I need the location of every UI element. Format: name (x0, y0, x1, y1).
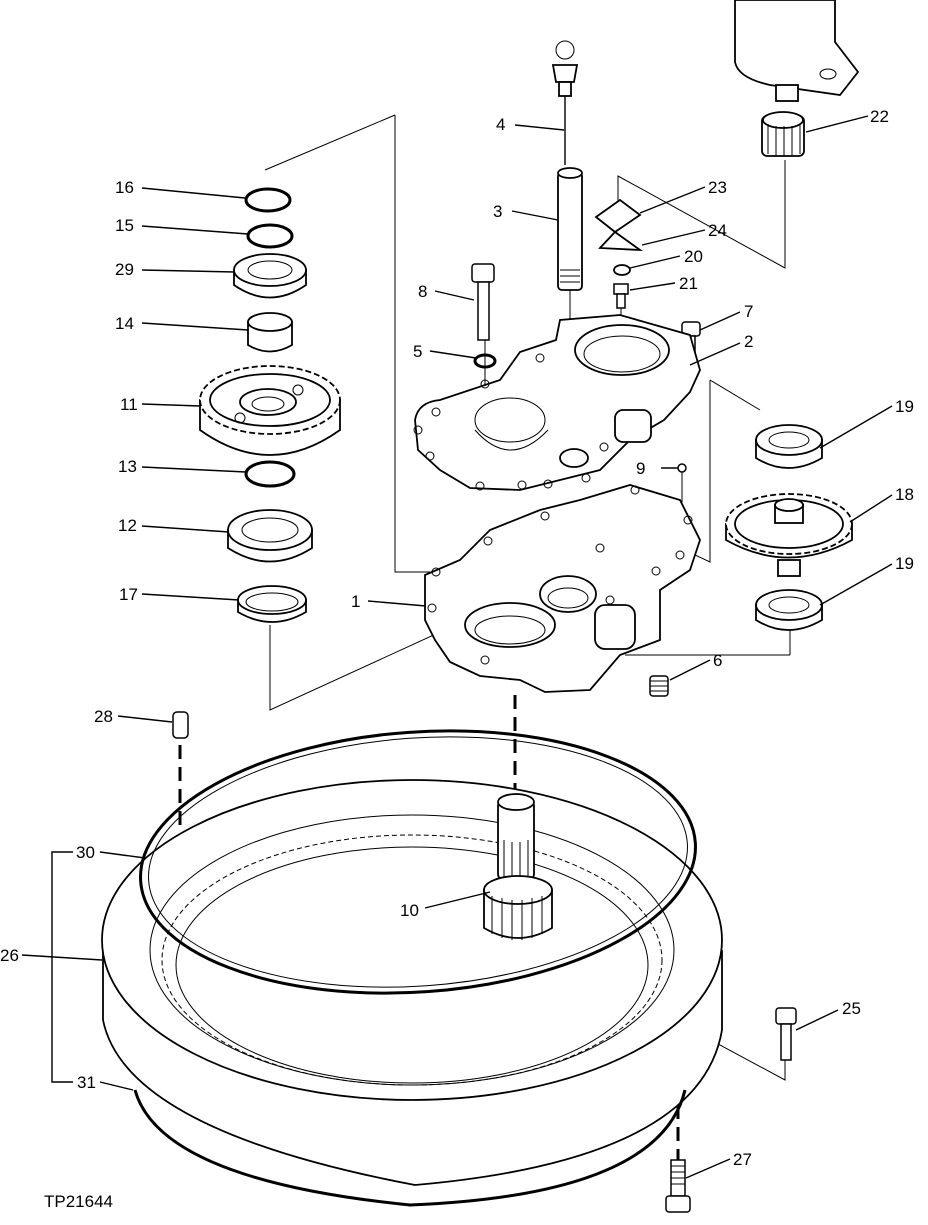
callout-14: 14 (115, 314, 134, 333)
part-31-seal (133, 1089, 687, 1207)
callout-13: 13 (118, 457, 137, 476)
callout-26: 26 (0, 946, 19, 965)
part-12-bearing (227, 509, 313, 563)
callout-7: 7 (744, 302, 753, 321)
part-16-snap-ring (244, 187, 292, 213)
part-26-swing-bearing (101, 779, 723, 1186)
part-19-bearing-upper (755, 424, 823, 469)
part-25-bolt (775, 1007, 797, 1061)
callout-31: 31 (77, 1073, 96, 1092)
part-18-gear (725, 493, 853, 577)
part-22-pinion-gear (761, 111, 805, 157)
callout-19-upper: 19 (895, 397, 914, 416)
callout-27: 27 (733, 1150, 752, 1169)
callout-5: 5 (413, 342, 422, 361)
callout-22: 22 (870, 107, 889, 126)
callout-16: 16 (115, 178, 134, 197)
part-29-bearing (233, 253, 307, 299)
part-14-collar (247, 312, 293, 353)
part-17-race (237, 585, 307, 623)
callout-9: 9 (636, 459, 645, 478)
group-bracket-30-31 (51, 851, 73, 1083)
callout-11: 11 (120, 395, 138, 414)
part-15-spacer (246, 223, 294, 249)
callout-12: 12 (118, 516, 137, 535)
part-13-spacer (244, 460, 296, 488)
callout-1: 1 (351, 592, 360, 611)
part-30-seal (139, 729, 697, 995)
part-28-dowel (172, 711, 189, 739)
callout-4: 4 (496, 115, 505, 134)
callout-18: 18 (895, 485, 914, 504)
swing-motor (734, 0, 860, 102)
part-24-plate (598, 230, 644, 252)
callout-3: 3 (493, 202, 502, 221)
figure-id: TP21644 (44, 1192, 113, 1211)
leader-lines (21, 115, 893, 1179)
callout-15: 15 (115, 216, 134, 235)
part-21-screw (613, 283, 629, 309)
part-4-dipstick (551, 40, 579, 165)
callout-19-lower: 19 (895, 554, 914, 573)
callout-6: 6 (713, 651, 722, 670)
part-20-washer (613, 264, 631, 276)
part-8-bolt (471, 263, 495, 341)
part-10-pinion-shaft (483, 793, 553, 940)
part-19-bearing-lower (755, 589, 823, 631)
callout-17: 17 (119, 585, 138, 604)
bracket-line-left (264, 114, 430, 573)
callout-8: 8 (418, 282, 427, 301)
callout-25: 25 (842, 999, 861, 1018)
part-2-cover (413, 314, 701, 491)
part-27-bolt (665, 1159, 691, 1213)
callout-10: 10 (400, 901, 419, 920)
callout-labels: 16 15 29 14 11 13 12 17 4 3 8 5 1 23 24 … (0, 107, 914, 1169)
callout-28: 28 (94, 707, 113, 726)
part-1-housing (424, 484, 701, 693)
part-11-gear (199, 365, 341, 456)
callout-20: 20 (684, 247, 703, 266)
part-23-plate (594, 198, 642, 234)
callout-30: 30 (76, 843, 95, 862)
callout-29: 29 (115, 260, 134, 279)
bracket-line-17 (269, 599, 511, 711)
callout-21: 21 (679, 274, 698, 293)
part-3-fill-tube (557, 167, 583, 291)
bracket-line-motor (617, 160, 786, 269)
callout-2: 2 (744, 332, 753, 351)
callout-23: 23 (708, 178, 727, 197)
callout-24: 24 (708, 221, 727, 240)
part-6-plug (649, 675, 669, 697)
